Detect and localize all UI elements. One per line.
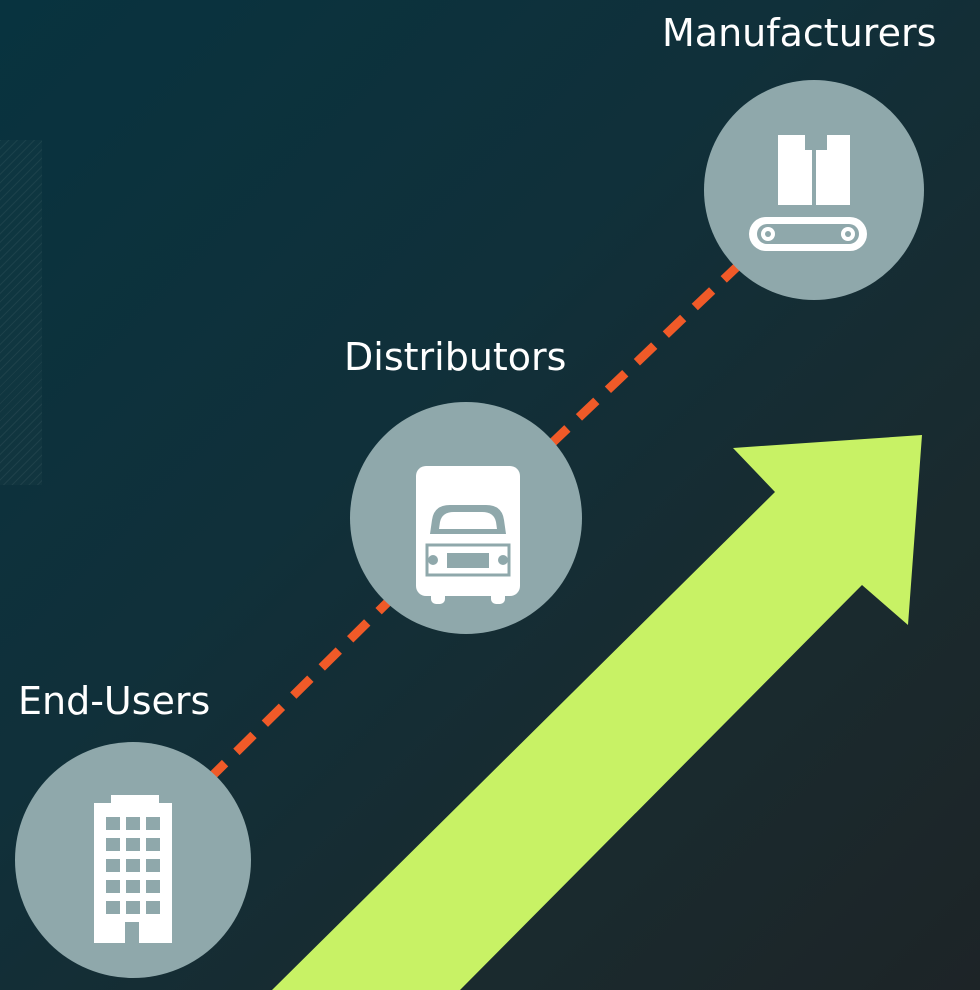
delivery-truck-icon xyxy=(416,466,520,604)
label-end-users: End-Users xyxy=(18,679,211,723)
growth-arrow xyxy=(272,435,922,990)
connector-enduser-distributor xyxy=(204,588,402,784)
hatched-panel xyxy=(0,140,42,485)
office-building-icon xyxy=(94,795,172,943)
label-manufacturers: Manufacturers xyxy=(662,11,937,55)
node-manufacturers xyxy=(704,80,924,300)
node-distributors xyxy=(350,402,582,634)
label-distributors: Distributors xyxy=(344,335,567,379)
node-end-users xyxy=(15,742,251,978)
factory-conveyor-icon xyxy=(749,135,867,251)
connector-distributor-manufacturer xyxy=(546,258,746,449)
